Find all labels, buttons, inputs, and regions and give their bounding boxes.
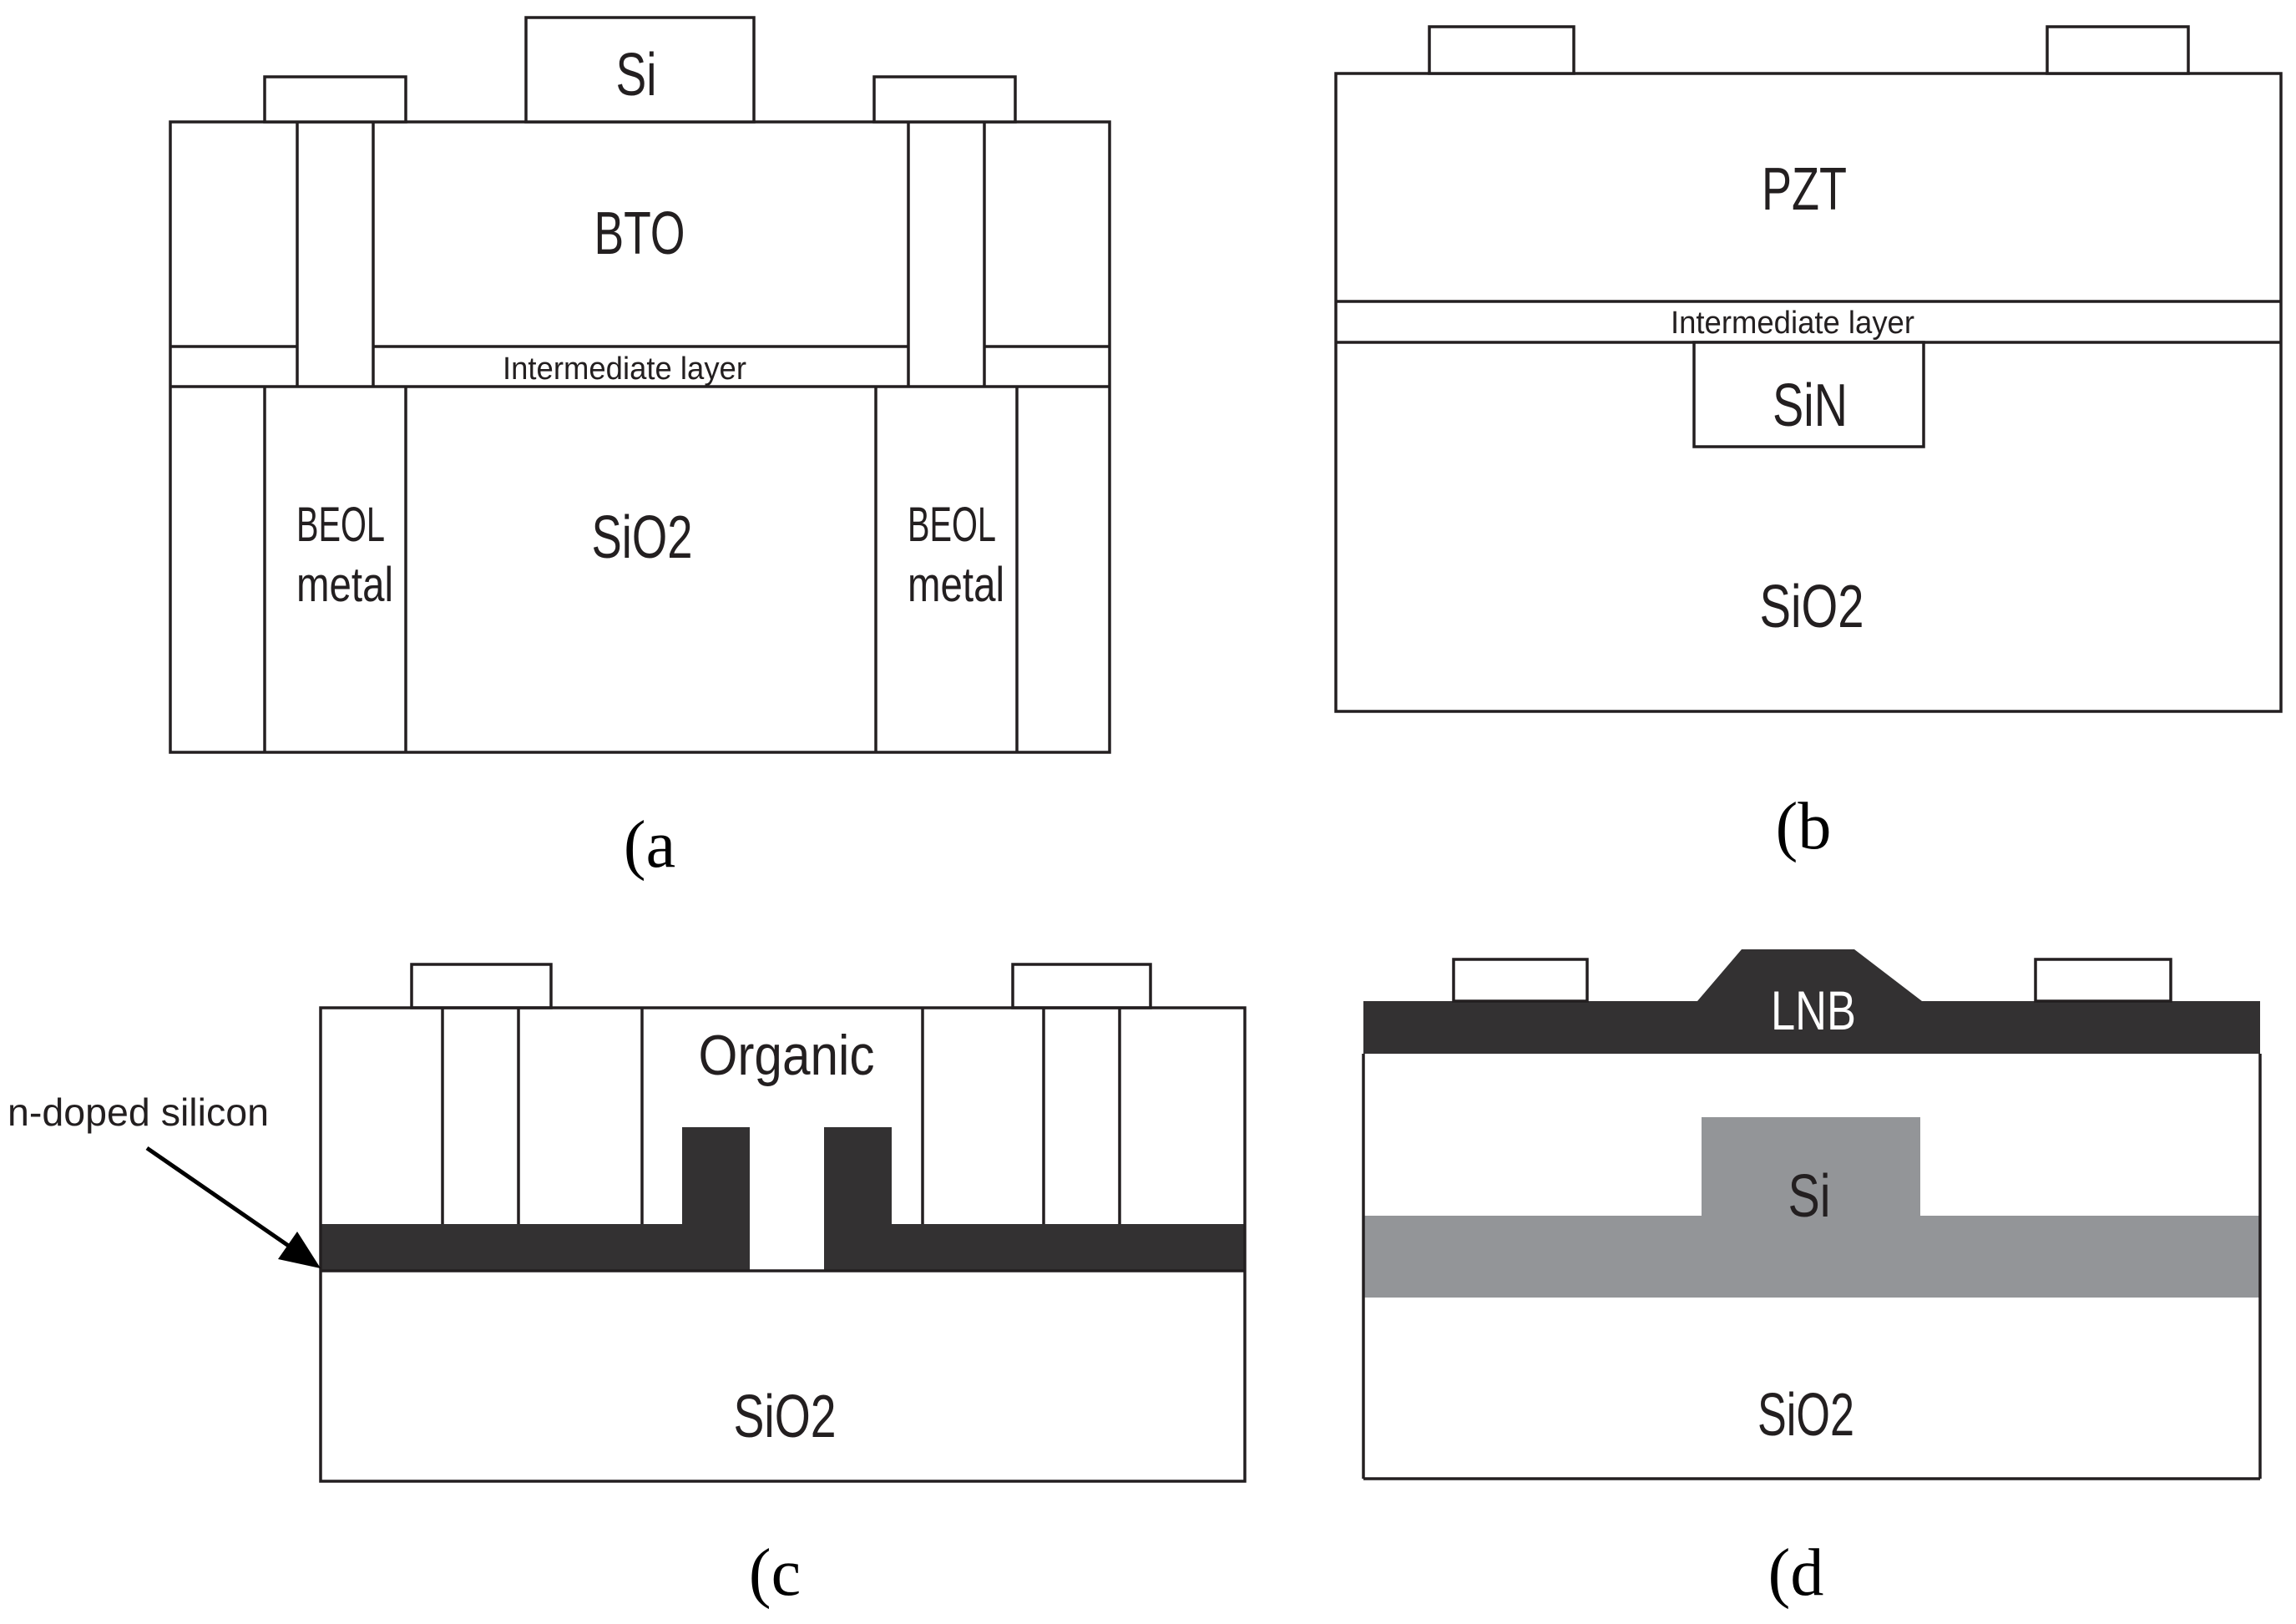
- panel-b-right-electrode: [2046, 25, 2190, 75]
- panel-a-right-beol-label: BEOL: [908, 498, 996, 552]
- panel-c-organic-label: Organic: [699, 1024, 875, 1087]
- panel-d-lnb-layer: [1363, 949, 2260, 1054]
- panel-a-caption: (a: [624, 808, 675, 882]
- panel-a-left-beol-label: BEOL: [296, 498, 385, 552]
- panel-a-si-waveguide: [524, 16, 756, 124]
- panel-b-sin-waveguide: [1692, 341, 1925, 448]
- panel-c-n-doped-silicon-right: [824, 1127, 1245, 1271]
- panel-d-si-layer: [1363, 1117, 2260, 1298]
- panel-c-n-doped-silicon-left: [321, 1127, 750, 1271]
- panel-d-si-label: Si: [1788, 1163, 1831, 1230]
- panel-c-annotation-arrow-head: [278, 1232, 321, 1268]
- panel-a-intermediate-layer-label: Intermediate layer: [503, 352, 746, 387]
- panel-c-sio2-label: SiO2: [734, 1384, 837, 1450]
- panel-b: PZT Intermediate layer SiN SiO2 (b: [1334, 25, 2283, 863]
- panel-d-left-electrode: [1452, 958, 1589, 1003]
- panel-d-caption: (d: [1768, 1536, 1824, 1610]
- panel-b-sin-label: SiN: [1773, 372, 1848, 439]
- panel-a-right-metal-label: metal: [908, 558, 1004, 612]
- panel-c-caption: (c: [749, 1536, 801, 1610]
- panel-a-stack-outline: [169, 120, 1111, 754]
- panel-a: Si BTO Intermediate layer SiO2 BEOL meta…: [169, 16, 1111, 882]
- panel-c-left-electrode: [410, 963, 553, 1009]
- panel-b-sio2-label: SiO2: [1760, 574, 1864, 640]
- panel-b-caption: (b: [1776, 790, 1832, 863]
- panel-b-intermediate-layer-label: Intermediate layer: [1671, 306, 1914, 341]
- panel-a-si-label: Si: [616, 42, 657, 109]
- panel-c: Organic SiO2 n-doped silicon (c: [8, 963, 1247, 1610]
- panel-a-bto-label: BTO: [594, 200, 685, 267]
- panel-a-left-metal-label: metal: [296, 558, 393, 612]
- panel-c-n-doped-silicon-annotation: n-doped silicon: [8, 1090, 269, 1134]
- panel-d: LNB Si SiO2 (d: [1362, 949, 2262, 1610]
- panel-b-pzt-label: PZT: [1762, 156, 1847, 223]
- panel-d-lnb-label: LNB: [1771, 979, 1856, 1041]
- panel-d-right-electrode: [2034, 958, 2172, 1003]
- panel-a-sio2-label: SiO2: [592, 504, 693, 571]
- panel-d-sio2-label: SiO2: [1757, 1382, 1854, 1449]
- panel-c-annotation-arrow-shaft: [145, 1146, 291, 1249]
- panel-c-stack-outline: [319, 1006, 1247, 1483]
- panel-a-right-electrode: [872, 75, 1017, 124]
- panel-a-left-electrode: [263, 75, 407, 124]
- panel-b-left-electrode: [1428, 25, 1575, 75]
- panel-c-right-electrode: [1011, 963, 1152, 1009]
